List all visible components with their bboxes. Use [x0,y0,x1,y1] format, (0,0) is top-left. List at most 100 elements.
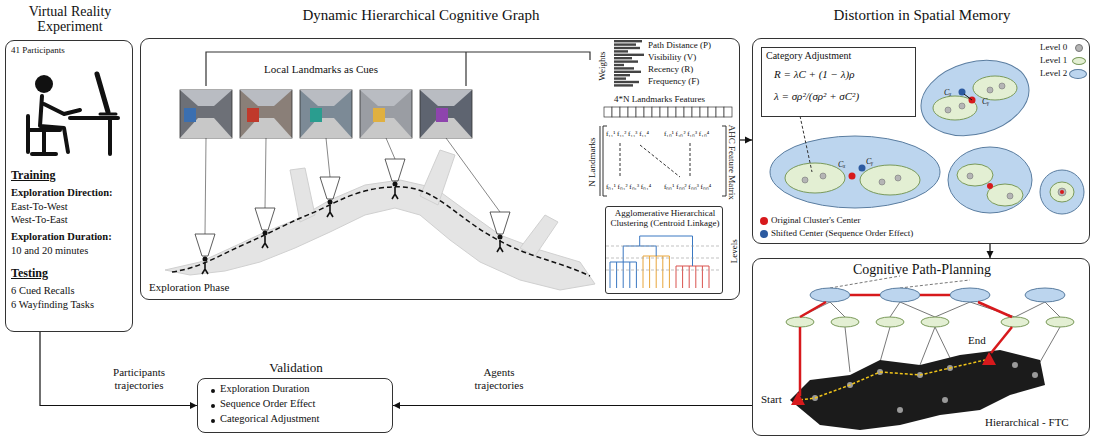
bracket-line [206,52,590,86]
sight-lines [205,138,500,234]
marker-label: Start [761,393,782,406]
formula-box: Category AdjustmentR = λC + (1 − λ)ρλ = … [761,47,916,117]
level-ellipses [1001,317,1029,327]
matrix-bracket [600,126,726,196]
cluster-points [879,179,885,185]
matrix-entry: f₁ₙ¹ f₁ₙ² f₁ₙ³ f₁ₙ⁴ [664,130,709,138]
sight-lines [265,138,266,208]
participant-icon [35,75,53,93]
bullet-item: Categorical Adjustment [220,413,319,425]
formula: λ = σρ²/(σρ² + σC²) [774,90,859,103]
participant-icon [44,104,80,114]
sight-lines [386,138,395,159]
dendrogram [606,236,720,288]
walker-icons [195,159,510,274]
graph-links [830,276,970,288]
image-ceiling [240,90,292,106]
sight-lines [205,138,206,234]
field-label: Exploration Duration: [11,231,131,243]
matrix-entry: fₙ₁¹ fₙ₁² fₙ₁³ fₙ₁⁴ [606,183,651,191]
level-ellipses [880,288,920,302]
weight-bar [614,84,633,86]
map-nodes [897,407,903,413]
box-title: Validation [198,361,394,376]
axis-label: N Landmarks [587,127,597,197]
weight-bar [614,64,624,66]
cluster-points [967,173,973,179]
weight-bar [614,67,634,69]
legend-swatch [1069,69,1087,79]
graph-links [800,302,1060,317]
cluster-ellipses [1040,170,1084,214]
clustering-box: Agglomerative Hierarchical Clustering (C… [605,206,723,294]
sight-lines [326,138,330,177]
cluster-ellipses [957,164,993,186]
cluster-points [987,87,993,93]
map-nodes [942,397,948,403]
image-detail [436,108,448,122]
center-symbol: Cᵧ [982,97,989,106]
weight-bar [614,74,630,76]
dendrogram-branch [623,236,692,266]
bullet-dot [211,389,215,393]
matrix-entry: fₙₙ¹ fₙₙ² fₙₙ³ fₙₙ⁴ [664,183,711,191]
field-value: 10 and 20 minutes [11,245,131,257]
weight-label: Path Distance (P) [648,40,711,50]
legend-swatch [1072,57,1086,65]
planned-path [800,302,826,317]
level-ellipses [786,288,1074,327]
center-symbol: Cₓ [838,160,846,169]
image-detail [373,108,385,122]
bullet-item: Sequence Order Effect [220,398,315,410]
weight-label: Frequency (F) [648,76,699,86]
cluster-points [820,173,826,179]
section-heading: Training [11,169,55,183]
legend-text: Level 2 [1040,68,1067,78]
walker-head [393,182,398,187]
matrix-bracket [600,126,601,196]
cluster-points [945,107,951,113]
panel-title: Cognitive Path-Planning [793,262,1051,278]
matrix-bracket [722,126,726,196]
connector-line [40,332,197,406]
feature-cell [652,107,660,117]
field-label: Exploration Direction: [11,187,131,199]
image-detail [310,108,322,122]
cluster-ellipses [860,165,920,195]
landmark-image [300,90,352,138]
level-ellipses [831,317,859,327]
cluster-points [1007,193,1013,199]
map-branch [290,150,558,256]
panel-title: Virtual Reality Experiment [2,4,138,35]
leader-line [800,116,812,172]
level-ellipses [1025,288,1065,302]
cluster-ellipses [987,184,1023,206]
participant-icon [97,74,108,112]
image-detail [247,108,259,122]
memory-panel: Distortion in Spatial MemoryCategory Adj… [752,38,1090,244]
walker-body [202,262,208,274]
formula: R = λC + (1 − λ)ρ [774,68,854,81]
arrowhead [393,402,400,409]
arrowhead [987,251,994,258]
feature-cell [700,107,708,117]
image-detail [184,108,196,122]
cluster-ellipses [973,76,1017,100]
connector [740,137,752,144]
feature-cell [668,107,676,117]
participant-icon [42,130,46,152]
arrowhead [745,137,752,144]
feature-cell [644,107,652,117]
feature-cell [716,107,724,117]
view-cone [255,208,275,230]
legend-text: Shifted Center (Sequence Order Effect) [771,228,913,238]
level-ellipses [786,317,814,327]
landmark-image [180,90,232,138]
feature-cell [628,107,636,117]
feature-cell [684,107,692,117]
participant-icon [28,74,118,154]
feature-cell [612,107,620,117]
walker-body [262,236,268,248]
cluster-ellipses [933,96,977,120]
walker-head [203,257,208,262]
